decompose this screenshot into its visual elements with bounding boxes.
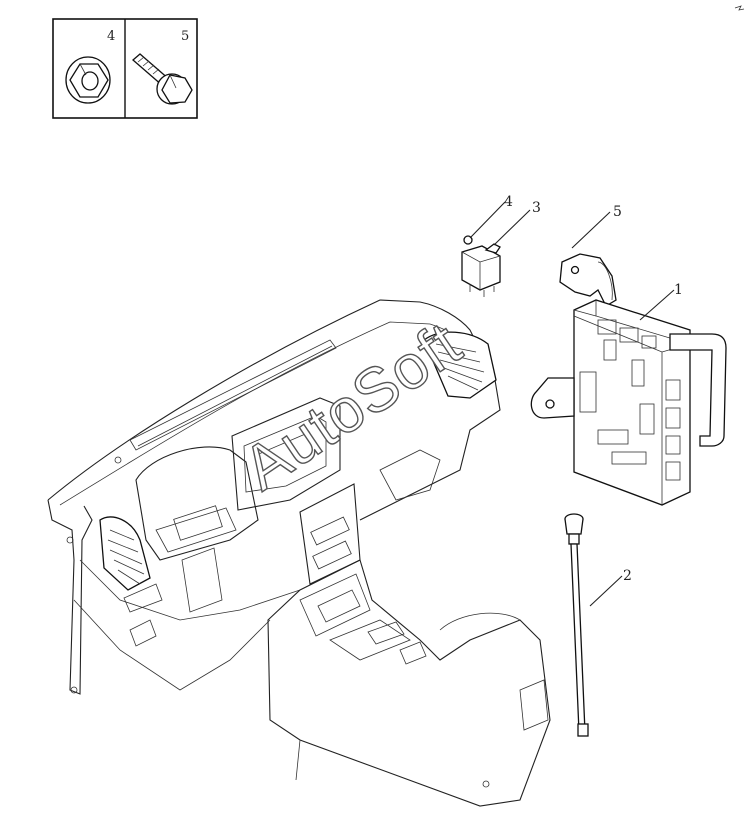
flange-bolt-icon — [132, 53, 193, 105]
leader-1 — [639, 289, 675, 321]
flange-nut-icon — [65, 56, 111, 104]
fastener-inset: 4 5 — [52, 18, 198, 119]
left-vent-louvers — [107, 529, 145, 585]
relay-part — [461, 235, 501, 297]
callout-2: 2 — [623, 568, 632, 584]
leader-5 — [571, 211, 611, 249]
leader-4 — [469, 201, 506, 239]
antenna-rod-part — [564, 513, 589, 737]
callout-1: 1 — [674, 282, 683, 298]
leader-3 — [493, 209, 531, 246]
watermark-text: AutoSoft — [231, 309, 473, 504]
body-control-module — [530, 253, 727, 506]
inset-label-5: 5 — [181, 29, 189, 44]
leader-2 — [589, 575, 623, 607]
callout-3: 3 — [532, 200, 541, 216]
callout-5: 5 — [613, 204, 622, 220]
callout-leaders — [469, 201, 675, 607]
inset-label-4: 4 — [107, 29, 115, 44]
instrument-panel — [47, 299, 551, 807]
corner-mark — [734, 5, 745, 11]
callout-4: 4 — [504, 194, 513, 210]
right-vent-louvers — [435, 343, 485, 391]
